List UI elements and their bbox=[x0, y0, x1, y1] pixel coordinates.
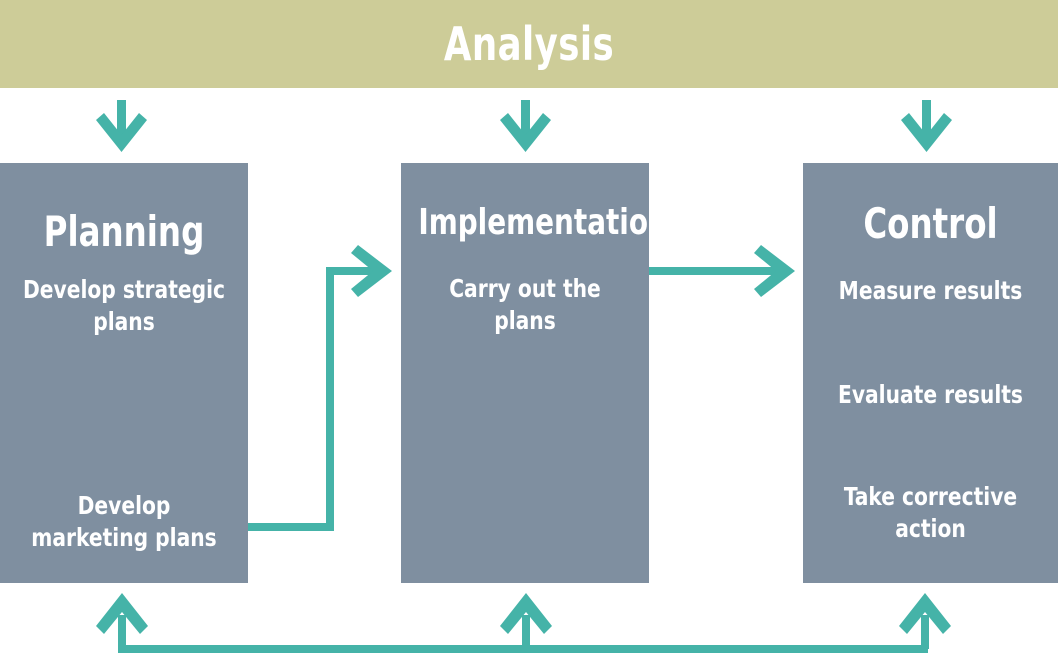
stage-title-implementation: Implementation bbox=[418, 202, 668, 243]
analysis-header-band bbox=[0, 0, 1058, 88]
stage-box-control[interactable]: Control Measure results Evaluate results… bbox=[803, 163, 1058, 583]
stage-title-control: Control bbox=[863, 199, 998, 248]
arrow-analysis-to-planning bbox=[96, 100, 147, 152]
stage-step-planning-1: Develop strategic plans bbox=[22, 275, 226, 336]
arrow-implementation-to-control bbox=[649, 245, 795, 297]
stage-box-planning[interactable]: Planning Develop strategic plans Develop… bbox=[0, 163, 248, 583]
page-title: Analysis bbox=[443, 17, 615, 71]
stage-step-implementation-1: Carry out the plans bbox=[449, 274, 601, 335]
arrow-analysis-to-control bbox=[901, 100, 952, 152]
stage-title-planning: Planning bbox=[43, 207, 205, 256]
stage-step-control-1: Measure results bbox=[838, 276, 1023, 305]
stage-step-control-2: Evaluate results bbox=[837, 380, 1023, 409]
stage-step-planning-2: Develop marketing plans bbox=[31, 491, 217, 552]
stage-step-control-3: Take corrective action bbox=[843, 482, 1018, 543]
arrow-analysis-to-implementation bbox=[500, 100, 551, 152]
feedback-loop-connector bbox=[96, 593, 951, 653]
stage-box-implementation[interactable]: Implementation Carry out the plans bbox=[401, 163, 668, 583]
arrow-planning-to-implementation bbox=[248, 245, 392, 531]
